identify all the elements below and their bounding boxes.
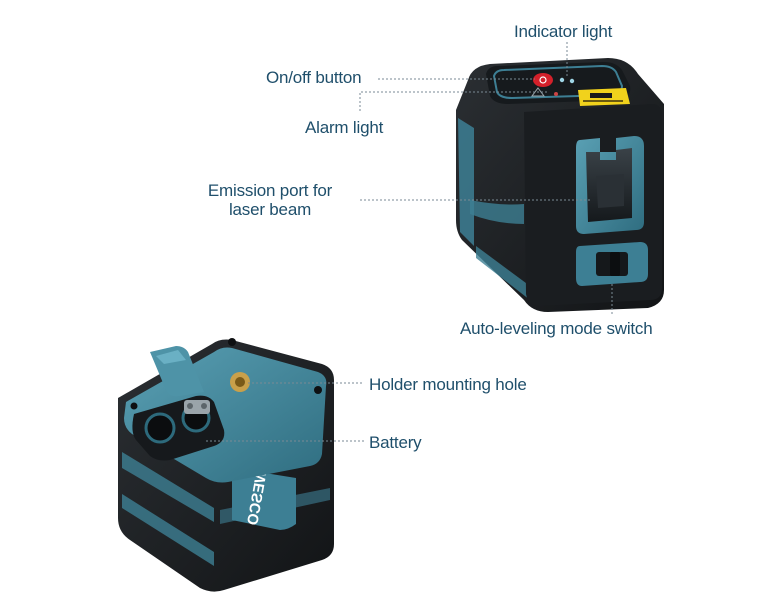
emission-port-label: Emission port for laser beam — [200, 181, 340, 219]
emission-port-label-line1: Emission port for — [207, 181, 333, 200]
on-off-button — [533, 73, 553, 87]
alarm-light — [554, 92, 558, 96]
auto-leveling-label: Auto-leveling mode switch — [460, 319, 653, 338]
caution-sticker — [578, 88, 630, 106]
holder-mounting-hole-label: Holder mounting hole — [369, 375, 527, 394]
auto-leveling-switch — [576, 242, 648, 286]
leader-lines — [206, 42, 613, 442]
battery-compartment — [132, 395, 225, 461]
on-off-button-label: On/off button — [266, 68, 362, 87]
alarm-light-label: Alarm light — [305, 118, 384, 137]
indicator-light-label: Indicator light — [514, 22, 613, 41]
battery-label: Battery — [369, 433, 422, 452]
holder-mounting-hole — [230, 372, 250, 392]
emission-port-label-line2: laser beam — [228, 200, 312, 219]
leader-alarm-light — [359, 91, 548, 111]
laser-level-battery-view: WESCO — [118, 338, 334, 592]
indicator-light — [559, 77, 565, 83]
brand-logo: WESCO — [232, 468, 296, 530]
laser-level-front-view — [456, 58, 664, 312]
